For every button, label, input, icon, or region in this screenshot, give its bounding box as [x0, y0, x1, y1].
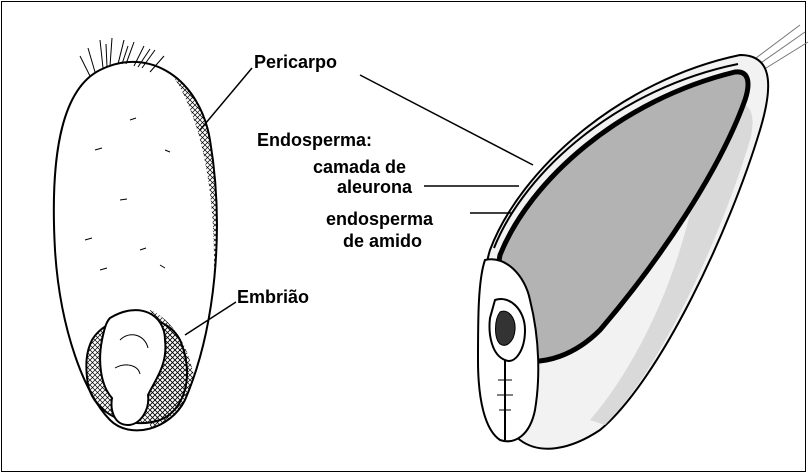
grain-section — [478, 25, 808, 449]
label-amido-line1: endosperma — [326, 209, 433, 229]
label-amido-line2: de amido — [343, 231, 422, 251]
pericarpo-leader-right — [360, 75, 533, 165]
label-camada-line2: aleurona — [337, 177, 412, 197]
label-camada-line1: camada de — [313, 157, 406, 177]
label-endosperma: Endosperma: — [257, 130, 372, 150]
pericarpo-leader-left — [200, 68, 252, 130]
label-pericarpo: Pericarpo — [254, 52, 337, 72]
label-embriao: Embrião — [237, 287, 309, 307]
whole-grain — [54, 38, 250, 430]
